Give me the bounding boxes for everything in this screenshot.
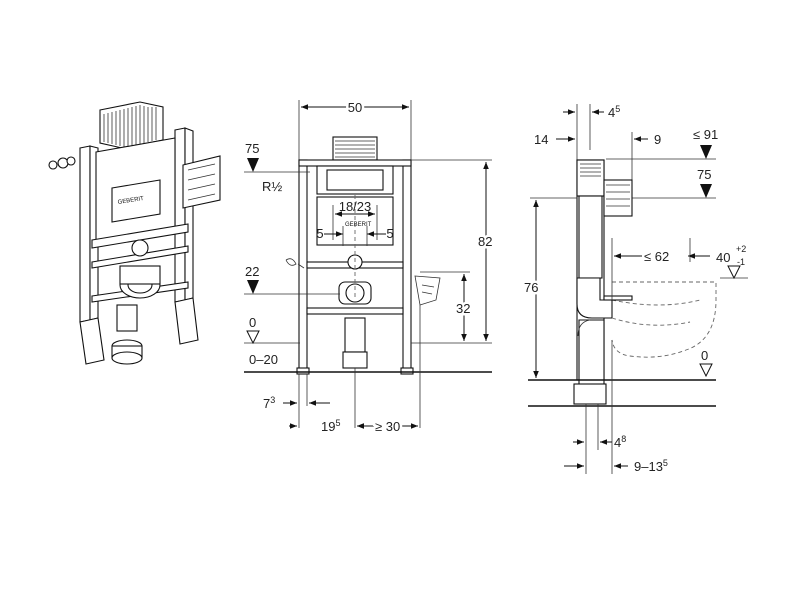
front-water-spray-icon <box>285 258 305 269</box>
front-feed-height: 75 <box>245 141 259 156</box>
side-left-gap: 14 <box>534 132 548 147</box>
front-view: 50 GEBERIT <box>244 98 495 437</box>
iso-waste-pipe <box>111 304 143 365</box>
side-pan-tol-minus: -1 <box>737 257 745 267</box>
front-floor-level: 0 <box>249 315 256 330</box>
side-pan-tol-plus: +2 <box>736 244 746 254</box>
side-feed-height: 75 <box>697 167 711 182</box>
iso-mounting-bolt <box>48 156 76 170</box>
front-foot-b: 195 <box>321 418 340 434</box>
front-floor-adjust: 0–20 <box>249 352 278 367</box>
front-waste-pipe <box>344 317 366 353</box>
front-side-clearance: ≥ 30 <box>375 419 400 434</box>
iso-brand-label: GEBERIT <box>117 196 144 206</box>
front-height-label: 82 <box>478 234 492 249</box>
side-cistern <box>576 159 605 197</box>
front-right-post <box>402 159 412 373</box>
side-pipe-gap: 48 <box>614 434 626 450</box>
side-waste-bend <box>573 277 613 405</box>
iso-flush-plate <box>111 179 161 223</box>
side-top-gap: 45 <box>608 104 620 120</box>
side-cistern-depth: 9 <box>654 132 661 147</box>
side-view: 45 14 9 ≤ 91 75 <box>522 104 748 474</box>
front-offset-right: 5 <box>386 226 393 241</box>
front-flush-spacing: 18/23 <box>339 199 372 214</box>
side-wall-distance: 9–135 <box>634 458 668 474</box>
front-left-post <box>298 159 308 373</box>
side-pan-height: 40 <box>716 250 730 265</box>
side-pan-outline <box>611 281 717 358</box>
front-offset-left: 5 <box>316 226 323 241</box>
isometric-frame-view: GEBERIT <box>48 101 221 365</box>
front-width-label: 50 <box>348 100 362 115</box>
side-frame-height: 76 <box>524 280 538 295</box>
front-connection-height: 22 <box>245 264 259 279</box>
iso-right-post <box>174 127 186 303</box>
front-pan-height: 32 <box>456 301 470 316</box>
iso-left-post <box>79 145 91 323</box>
front-pan-outline <box>414 275 441 306</box>
front-actuator <box>332 136 378 161</box>
front-feed-thread: R½ <box>262 179 282 194</box>
front-foot-a: 73 <box>263 395 275 411</box>
side-projection: ≤ 62 <box>644 249 669 264</box>
iso-actuator-box <box>99 101 164 149</box>
side-max-height: ≤ 91 <box>693 127 718 142</box>
front-brand-label: GEBERIT <box>345 222 372 228</box>
iso-right-front-post <box>184 127 194 301</box>
iso-inlet-elbow <box>119 239 161 299</box>
side-floor-level: 0 <box>701 348 708 363</box>
